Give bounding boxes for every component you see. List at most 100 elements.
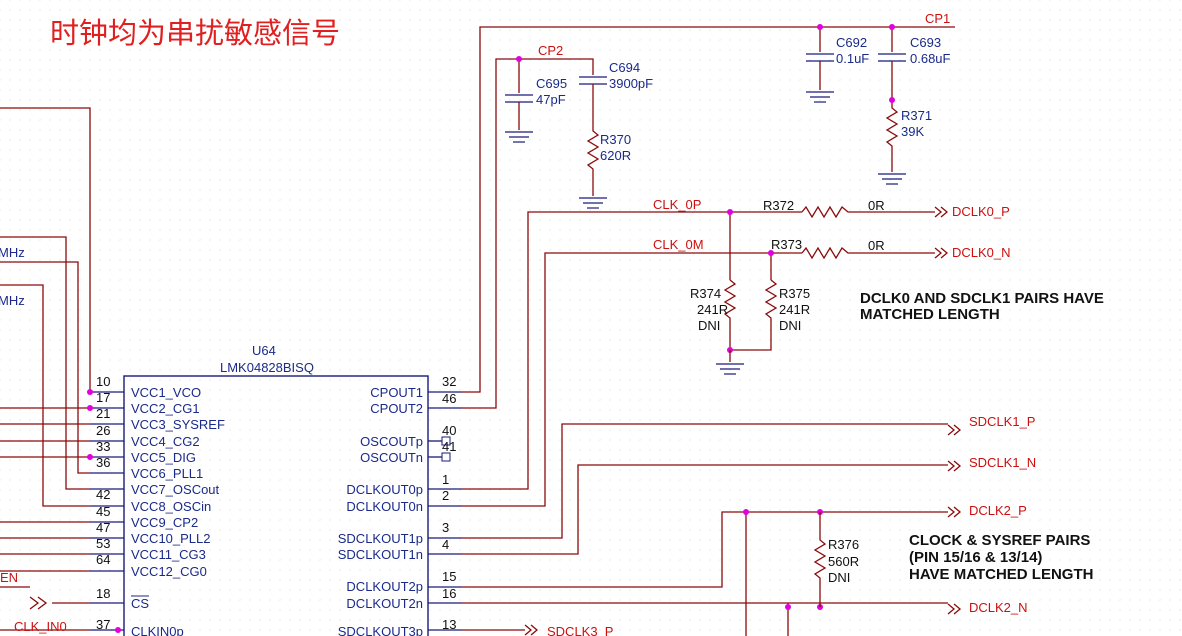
pin-num: 18: [96, 586, 110, 601]
svg-text:3: 3: [442, 520, 449, 535]
resistor-r375[interactable]: [716, 279, 778, 375]
c695-value: 47pF: [536, 92, 566, 107]
right-pin-names: CPOUT1 CPOUT2 OSCOUTp OSCOUTn DCLKOUT0p …: [338, 385, 423, 636]
pin-num: 10: [96, 374, 110, 389]
capacitor-c693[interactable]: [878, 53, 906, 103]
sdclk1-wiring: [462, 423, 948, 555]
r370-ref: R370: [600, 132, 631, 147]
svg-text:2: 2: [442, 488, 449, 503]
svg-text:DCLKOUT0n: DCLKOUT0n: [346, 499, 423, 514]
r376-note: DNI: [828, 570, 850, 585]
resistor-r374[interactable]: [723, 279, 737, 350]
c692-value: 0.1uF: [836, 51, 869, 66]
note-2-line-2: (PIN 15/16 & 13/14): [909, 549, 1042, 566]
svg-text:16: 16: [442, 586, 456, 601]
dclk2-wiring: [462, 509, 948, 636]
note-2-line-3: HAVE MATCHED LENGTH: [909, 566, 1093, 583]
svg-text:46: 46: [442, 391, 456, 406]
resistor-r370[interactable]: [579, 127, 607, 209]
capacitor-c695[interactable]: [505, 94, 533, 143]
dclk0-wiring: [462, 205, 935, 507]
svg-text:32: 32: [442, 374, 456, 389]
c692-ref: C692: [836, 35, 867, 50]
net-dclk2n: DCLK2_N: [969, 600, 1028, 615]
pin-name: VCC12_CG0: [131, 564, 207, 579]
svg-text:41: 41: [442, 439, 456, 454]
c693-value: 0.68uF: [910, 51, 951, 66]
capacitor-c694[interactable]: [579, 76, 607, 127]
r372-value: 0R: [868, 198, 885, 213]
r371-ref: R371: [901, 108, 932, 123]
svg-text:CPOUT2: CPOUT2: [370, 401, 423, 416]
pin-num: 17: [96, 390, 110, 405]
note-1-line-1: DCLK0 AND SDCLK1 PAIRS HAVE: [860, 290, 1104, 307]
offpage-connectors: [524, 206, 962, 636]
r373-ref: R373: [771, 237, 802, 252]
pin-num: 53: [96, 536, 110, 551]
svg-text:SDCLKOUT3p: SDCLKOUT3p: [338, 624, 423, 636]
svg-text:CPOUT1: CPOUT1: [370, 385, 423, 400]
left-pins: [90, 391, 124, 631]
c693-ref: C693: [910, 35, 941, 50]
r375-note: DNI: [779, 318, 801, 333]
header-title: 时钟均为串扰敏感信号: [50, 16, 340, 50]
resistor-r371[interactable]: [878, 103, 906, 185]
r376-ref: R376: [828, 537, 859, 552]
pin-num: 45: [96, 504, 110, 519]
pin-name: VCC4_CG2: [131, 434, 200, 449]
pin-name: VCC11_CG3: [131, 547, 206, 562]
net-sdclk1n: SDCLK1_N: [969, 455, 1036, 470]
svg-text:DCLKOUT0p: DCLKOUT0p: [346, 482, 423, 497]
svg-text:SDCLKOUT1p: SDCLKOUT1p: [338, 531, 423, 546]
net-clkin0: CLK_IN0: [14, 619, 67, 634]
net-clk0m: CLK_0M: [653, 237, 704, 252]
pin-name: VCC8_OSCin: [131, 499, 211, 514]
net-sdclk1p: SDCLK1_P: [969, 414, 1035, 429]
c694-value: 3900pF: [609, 76, 653, 91]
pin-name: VCC7_OSCout: [131, 482, 220, 497]
r375-ref: R375: [779, 286, 810, 301]
r374-value: 241R: [697, 302, 728, 317]
resistor-r376[interactable]: [813, 512, 827, 607]
right-pins: [428, 391, 462, 631]
r376-value: 560R: [828, 554, 859, 569]
chip-ref: U64: [252, 343, 276, 358]
r371-value: 39K: [901, 124, 924, 139]
pin-name: VCC5_DIG: [131, 450, 196, 465]
net-clk0p: CLK_0P: [653, 197, 701, 212]
net-mhz-2: MHz: [0, 293, 25, 308]
svg-text:DCLKOUT2n: DCLKOUT2n: [346, 596, 423, 611]
svg-text:SDCLKOUT1n: SDCLKOUT1n: [338, 547, 423, 562]
svg-text:15: 15: [442, 569, 456, 584]
note-2-line-1: CLOCK & SYSREF PAIRS: [909, 532, 1090, 549]
pin-num: 21: [96, 406, 110, 421]
pin-num: 33: [96, 439, 110, 454]
svg-text:OSCOUTn: OSCOUTn: [360, 450, 423, 465]
svg-text:13: 13: [442, 617, 456, 632]
pin-name: CLKIN0p: [131, 624, 184, 636]
pin-name: VCC9_CP2: [131, 515, 198, 530]
svg-text:DCLKOUT2p: DCLKOUT2p: [346, 579, 423, 594]
capacitor-c692[interactable]: [806, 53, 834, 103]
pin-num: 37: [96, 617, 110, 632]
r370-value: 620R: [600, 148, 631, 163]
svg-text:OSCOUTp: OSCOUTp: [360, 434, 423, 449]
svg-text:40: 40: [442, 423, 456, 438]
ic-u64[interactable]: U64 LMK04828BISQ: [123, 343, 429, 636]
chip-part: LMK04828BISQ: [220, 360, 314, 375]
net-sdclk3p: SDCLK3_P: [547, 624, 613, 636]
pin-num: 64: [96, 552, 110, 567]
pin-num: 26: [96, 423, 110, 438]
r374-ref: R374: [690, 286, 721, 301]
net-dclk0n: DCLK0_N: [952, 245, 1011, 260]
left-pin-names: VCC1_VCO VCC2_CG1 VCC3_SYSREF VCC4_CG2 V…: [131, 385, 225, 636]
pin-num: 36: [96, 455, 110, 470]
net-cp1: CP1: [925, 11, 950, 26]
svg-text:1: 1: [442, 472, 449, 487]
pin-name: VCC1_VCO: [131, 385, 201, 400]
net-mhz-1: MHz: [0, 245, 25, 260]
r374-note: DNI: [698, 318, 720, 333]
pin-name: VCC3_SYSREF: [131, 417, 225, 432]
pin-name: VCC2_CG1: [131, 401, 200, 416]
